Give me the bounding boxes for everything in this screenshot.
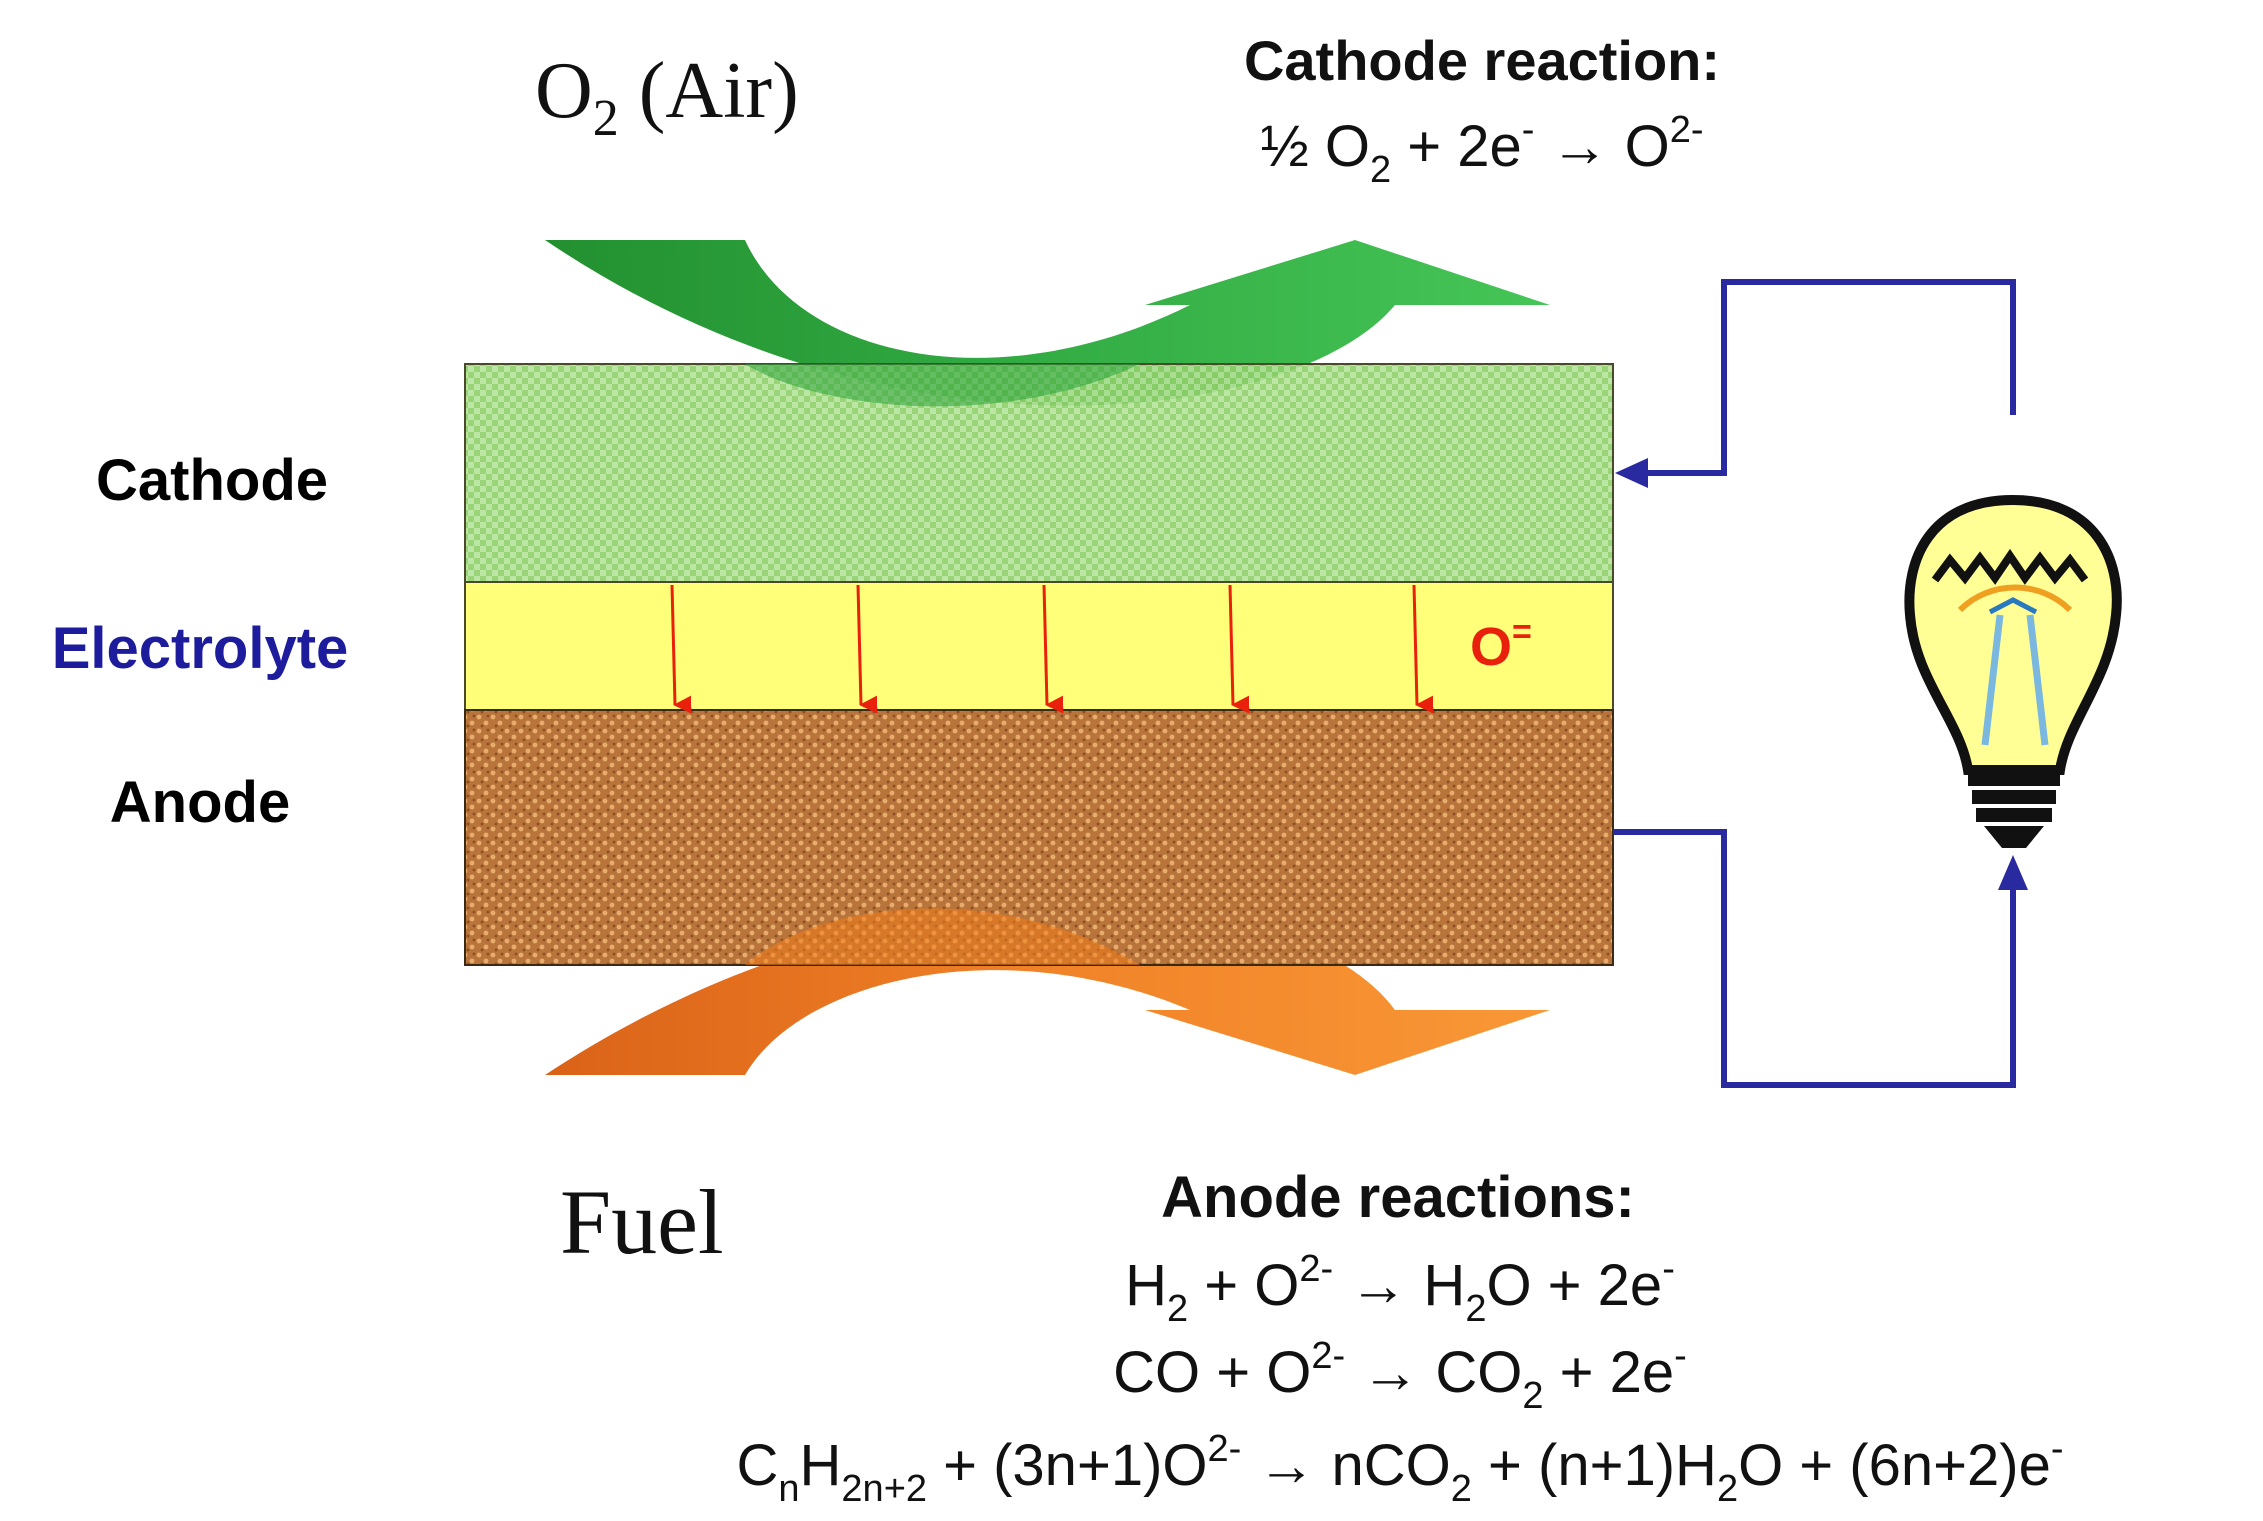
air-flow-arrow-overlay: [745, 364, 1140, 407]
ion-migration-arrow: [1042, 584, 1064, 714]
anode-reaction-equation: CnH2n+2 + (3n+1)O2- → nCO2 + (n+1)H2O + …: [737, 1428, 2064, 1510]
circuit-arrowhead-bulb: [1998, 855, 2028, 890]
fuel-flow-arrow-overlay: [745, 908, 1140, 965]
ion-migration-arrows: [670, 584, 1434, 714]
cathode-label: Cathode: [96, 448, 328, 513]
anode-reactions-title: Anode reactions:: [1161, 1165, 1635, 1230]
ion-migration-arrow: [1412, 584, 1434, 714]
light-bulb-icon: [1904, 494, 2122, 848]
circuit-arrowhead-cathode: [1615, 458, 1648, 488]
ion-label: O=: [1470, 613, 1532, 677]
ion-migration-arrow: [856, 584, 878, 714]
anode-reaction-equation: H2 + O2- → H2O + 2e-: [1125, 1248, 1675, 1330]
external-circuit-wire: [1613, 279, 2016, 1088]
ion-migration-arrow: [1228, 584, 1250, 714]
electrolyte-label: Electrolyte: [52, 616, 349, 681]
cathode-reaction-title: Cathode reaction:: [1244, 29, 1720, 92]
fuel-inlet-label: Fuel: [560, 1171, 724, 1273]
ion-migration-arrow: [670, 584, 692, 714]
electrolyte-layer: [464, 581, 1614, 711]
cathode-reaction-equation: ½ O2 + 2e- → O2-: [1260, 109, 1703, 191]
anode-reaction-equation: CO + O2- → CO2 + 2e-: [1113, 1335, 1687, 1417]
cathode-layer: [464, 363, 1614, 583]
air-inlet-label: O2 (Air): [535, 47, 799, 147]
anode-label: Anode: [110, 770, 290, 835]
